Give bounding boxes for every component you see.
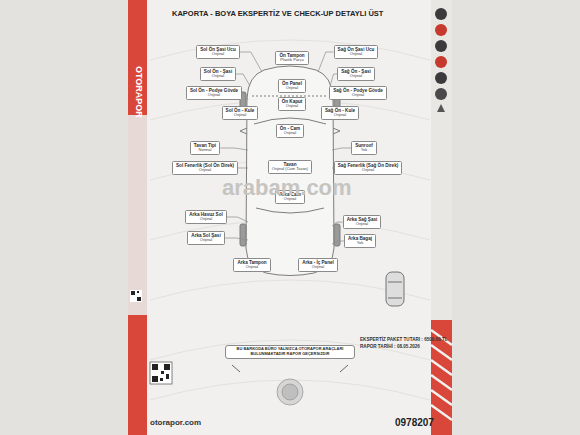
part-status: Yok [348, 241, 372, 246]
leader-line [240, 52, 262, 72]
part-status: Orijinal [333, 93, 383, 98]
part-status: Orijinal [189, 217, 222, 222]
part-status: Normal [194, 148, 216, 153]
qr-code [130, 290, 172, 384]
leader-line [318, 52, 334, 72]
report-title: KAPORTA - BOYA EKSPERTİZ VE CHECK-UP DET… [172, 10, 383, 18]
red-band [128, 315, 147, 435]
part-status: Orijinal [176, 168, 234, 173]
leader-line [225, 238, 248, 240]
part-status: Orijinal [280, 131, 300, 136]
website: otorapor.com [150, 419, 201, 428]
leader-line [330, 74, 337, 86]
part-status: Orijinal [325, 113, 355, 118]
part-status: Orijinal [338, 168, 399, 173]
car-outline [240, 66, 340, 276]
part-status: Orijinal [338, 52, 375, 57]
leader-line [220, 148, 248, 150]
leader-line [332, 222, 343, 226]
part-status: Orijinal [282, 86, 302, 91]
part-status: Orijinal (Cam Tavan) [272, 167, 308, 172]
part-box: Sol Fenerlik (Sol Ön Direk)Orijinal [172, 161, 238, 176]
serial-number: 0978207 [395, 417, 434, 428]
part-box: Ön KaputOrijinal [278, 97, 307, 112]
part-box: Sol Ön - KuleOrijinal [222, 106, 259, 121]
watermark: arabam.com [222, 176, 352, 200]
leader-line [227, 217, 248, 222]
part-box: Ön TamponPlastik Parça [275, 51, 308, 66]
part-box: Sol Ön - ŞasiOrijinal [200, 67, 236, 82]
part-name: BU BARKODA BÜRO YALNIZCA OTORAPOR ARAÇLA… [229, 347, 351, 356]
side-band [128, 115, 147, 315]
part-status: Orijinal [302, 265, 334, 270]
part-status: Orijinal [200, 52, 235, 57]
part-box: Arka Sol ŞasiOrijinal [187, 231, 224, 246]
part-box: Sol Ön - Podye GövdeOrijinal [186, 86, 242, 101]
part-status: Plastik Parça [279, 58, 304, 63]
part-box: Arka - İç PanelOrijinal [298, 258, 338, 273]
leader-line [242, 93, 248, 100]
paper-sheet [128, 0, 452, 435]
hologram-seal [277, 379, 303, 405]
part-box: Sağ Ön - KuleOrijinal [321, 106, 359, 121]
paper-pattern [150, 40, 430, 400]
date-note: RAPOR TARİHİ : 08.05.2026 [360, 344, 420, 349]
corner-marks [232, 365, 348, 372]
part-box: Sağ Ön - Podye GövdeOrijinal [329, 86, 387, 101]
side-band [431, 0, 452, 435]
part-box: Sağ Fenerlik (Sağ Ön Direk)Orijinal [334, 161, 403, 176]
part-box: Arka Sağ ŞasiOrijinal [343, 215, 382, 230]
part-status: Orijinal [347, 222, 378, 227]
part-box: Sağ Ön - ŞasiOrijinal [337, 67, 375, 82]
car-icon [386, 272, 404, 306]
part-box: Sağ Ön Şasi UcuOrijinal [334, 45, 379, 60]
part-status: Orijinal [204, 74, 232, 79]
price-note: EKSPERTİZ PAKET TUTARI : 6500.00 TL [360, 337, 448, 342]
part-box: Ön - CamOrijinal [276, 124, 304, 139]
part-status: Orijinal [191, 238, 220, 243]
badge-icons [435, 8, 447, 112]
part-status: Yok [355, 148, 373, 153]
part-box: Arka BagajYok [344, 234, 376, 249]
part-box: TavanOrijinal (Cam Tavan) [268, 160, 312, 175]
part-status: Orijinal [282, 104, 303, 109]
part-box: Arka TamponOrijinal [233, 258, 270, 273]
part-box: SunroofYok [351, 141, 377, 156]
logo-text: OTORAPOR [133, 66, 143, 118]
leader-line [332, 148, 351, 150]
part-status: Orijinal [341, 74, 371, 79]
leader-line [238, 168, 248, 169]
leader-line [236, 74, 250, 86]
part-box: Tavan TipiNormal [190, 141, 220, 156]
notice-box: BU BARKODA BÜRO YALNIZCA OTORAPOR ARAÇLA… [225, 345, 355, 359]
part-box: Arka Havuz SolOrijinal [185, 210, 226, 225]
part-box: Sol Ön Şasi UcuOrijinal [196, 45, 239, 60]
leader-line [332, 241, 344, 244]
part-status: Orijinal [190, 93, 238, 98]
part-status: Orijinal [237, 265, 266, 270]
part-status: Orijinal [226, 113, 255, 118]
part-box: Ön PanelOrijinal [278, 79, 306, 94]
